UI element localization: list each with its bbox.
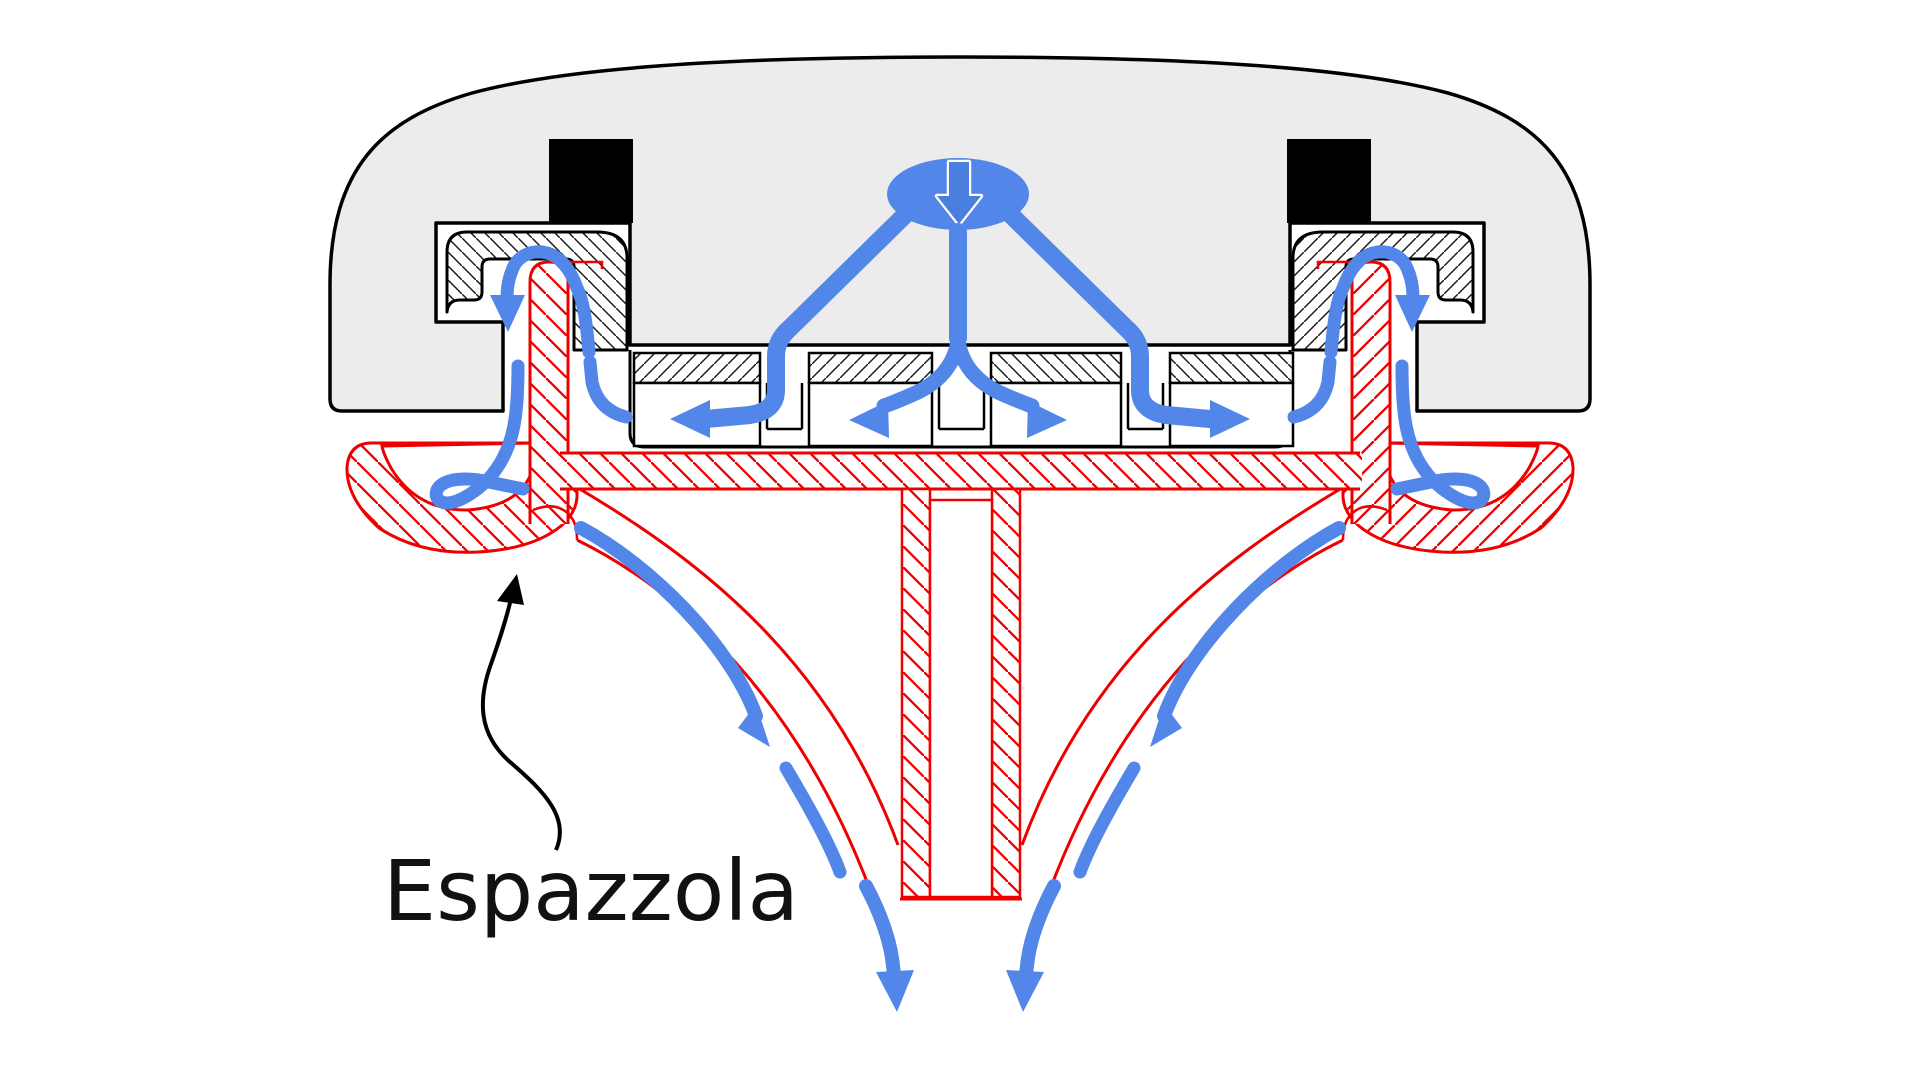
espazzola-tube bbox=[900, 487, 1022, 901]
stream-right-diagonal bbox=[1001, 205, 1219, 428]
espazzola-flange-left bbox=[568, 260, 604, 269]
funnel-flow-right bbox=[1006, 521, 1346, 1012]
grate-band-4 bbox=[1168, 351, 1295, 385]
stream-left-diagonal bbox=[697, 205, 915, 428]
grate-outlet-row bbox=[632, 351, 1295, 448]
espazzola-funnel-left bbox=[532, 486, 900, 896]
grate-band-2 bbox=[807, 351, 934, 385]
inlet-streams bbox=[697, 205, 1219, 428]
mounting-block-right bbox=[1287, 139, 1371, 223]
espazzola-bar bbox=[558, 451, 1362, 491]
grate-band-1 bbox=[632, 351, 762, 385]
down-arrow-icon bbox=[934, 159, 984, 227]
funnel-flow-left bbox=[574, 521, 914, 1012]
clamp-flow-left bbox=[429, 245, 633, 510]
grate-arrowheads bbox=[670, 400, 1250, 438]
water-inlet bbox=[887, 158, 1029, 230]
clamp-flow-right bbox=[1287, 245, 1491, 510]
mounting-block-left bbox=[549, 139, 633, 223]
espazzola-funnel-right bbox=[1020, 486, 1388, 896]
espazzola-tube-bore bbox=[928, 498, 994, 899]
grate-band-3 bbox=[989, 351, 1123, 385]
espazzola-tool bbox=[345, 260, 1575, 901]
label-pointer-arrow bbox=[480, 574, 562, 851]
center-split bbox=[876, 322, 1040, 414]
espazzola-label: Espazzola bbox=[383, 842, 799, 940]
water-flow bbox=[429, 158, 1491, 1012]
